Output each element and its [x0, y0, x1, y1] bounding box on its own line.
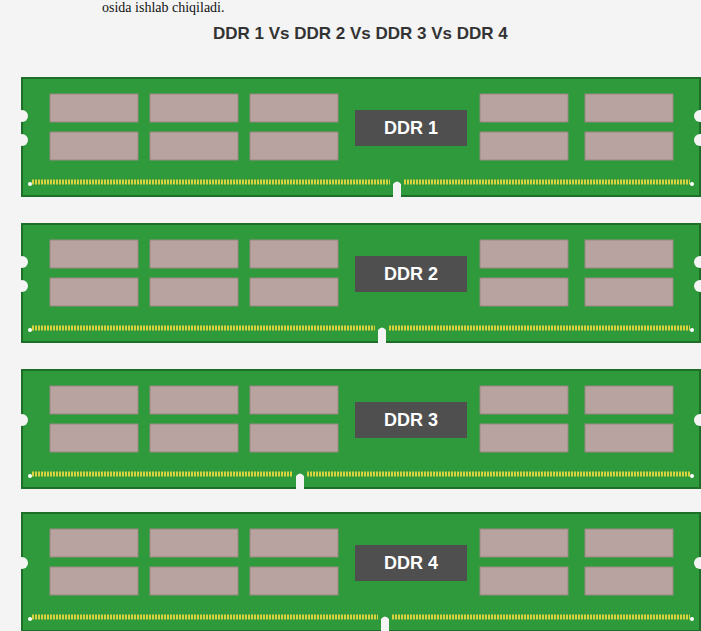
memory-chip — [480, 240, 568, 268]
corner-dot — [28, 617, 32, 621]
side-notch — [16, 256, 28, 268]
note-text: osida ishlab chiqiladi. — [102, 0, 224, 16]
key-notch — [393, 182, 401, 198]
memory-chip — [480, 386, 568, 414]
key-notch — [378, 328, 386, 344]
module-name: DDR 2 — [384, 264, 438, 285]
side-notch — [16, 280, 28, 292]
module-label: DDR 2 — [355, 256, 467, 292]
corner-dot — [690, 617, 694, 621]
memory-chip — [585, 94, 673, 122]
memory-chip — [150, 567, 238, 595]
corner-dot — [690, 182, 694, 186]
gold-pins — [32, 472, 293, 477]
side-notch — [694, 110, 701, 122]
pcb-board — [22, 513, 700, 631]
memory-chip — [250, 240, 338, 268]
memory-chip — [250, 567, 338, 595]
memory-chip — [585, 529, 673, 557]
corner-dot — [690, 474, 694, 478]
memory-chip — [150, 529, 238, 557]
pcb-board — [22, 224, 700, 342]
gold-pins — [392, 615, 690, 620]
side-notch — [694, 414, 701, 426]
memory-chip — [585, 386, 673, 414]
memory-chip — [50, 94, 138, 122]
module-name: DDR 1 — [384, 118, 438, 139]
gold-pins — [404, 180, 690, 185]
module-label: DDR 4 — [355, 545, 467, 581]
corner-dot — [690, 328, 694, 332]
memory-chip — [150, 240, 238, 268]
memory-chip — [50, 424, 138, 452]
gold-pins — [307, 472, 690, 477]
memory-chip — [50, 240, 138, 268]
memory-chip — [480, 132, 568, 160]
gold-pins — [32, 180, 390, 185]
memory-chip — [585, 424, 673, 452]
memory-chip — [250, 278, 338, 306]
memory-chip — [480, 529, 568, 557]
side-notch — [16, 110, 28, 122]
memory-chip — [585, 240, 673, 268]
module-label: DDR 1 — [355, 110, 467, 146]
memory-chip — [250, 529, 338, 557]
corner-dot — [28, 328, 32, 332]
memory-chip — [150, 424, 238, 452]
corner-dot — [28, 474, 32, 478]
memory-chip — [585, 567, 673, 595]
gold-pins — [389, 326, 690, 331]
memory-chip — [150, 132, 238, 160]
memory-chip — [150, 386, 238, 414]
side-notch — [694, 134, 701, 146]
memory-chip — [585, 132, 673, 160]
pcb-board — [22, 78, 700, 196]
module-name: DDR 4 — [384, 553, 438, 574]
side-notch — [694, 557, 701, 569]
corner-dot — [28, 182, 32, 186]
title: DDR 1 Vs DDR 2 Vs DDR 3 Vs DDR 4 — [213, 24, 508, 44]
memory-chip — [585, 278, 673, 306]
memory-chip — [50, 567, 138, 595]
gold-pins — [32, 615, 378, 620]
memory-chip — [480, 424, 568, 452]
memory-chip — [50, 132, 138, 160]
side-notch — [694, 256, 701, 268]
key-notch — [381, 617, 389, 631]
side-notch — [16, 134, 28, 146]
memory-chip — [150, 278, 238, 306]
memory-chip — [150, 94, 238, 122]
memory-chip — [480, 567, 568, 595]
module-label: DDR 3 — [355, 402, 467, 438]
memory-chip — [250, 94, 338, 122]
memory-chip — [480, 278, 568, 306]
key-notch — [296, 474, 304, 490]
memory-chip — [480, 94, 568, 122]
memory-chip — [50, 529, 138, 557]
side-notch — [16, 557, 28, 569]
memory-chip — [250, 132, 338, 160]
memory-chip — [50, 386, 138, 414]
memory-chip — [250, 386, 338, 414]
module-name: DDR 3 — [384, 410, 438, 431]
pcb-board — [22, 370, 700, 488]
gold-pins — [32, 326, 375, 331]
memory-chip — [50, 278, 138, 306]
side-notch — [694, 280, 701, 292]
memory-chip — [250, 424, 338, 452]
side-notch — [16, 414, 28, 426]
